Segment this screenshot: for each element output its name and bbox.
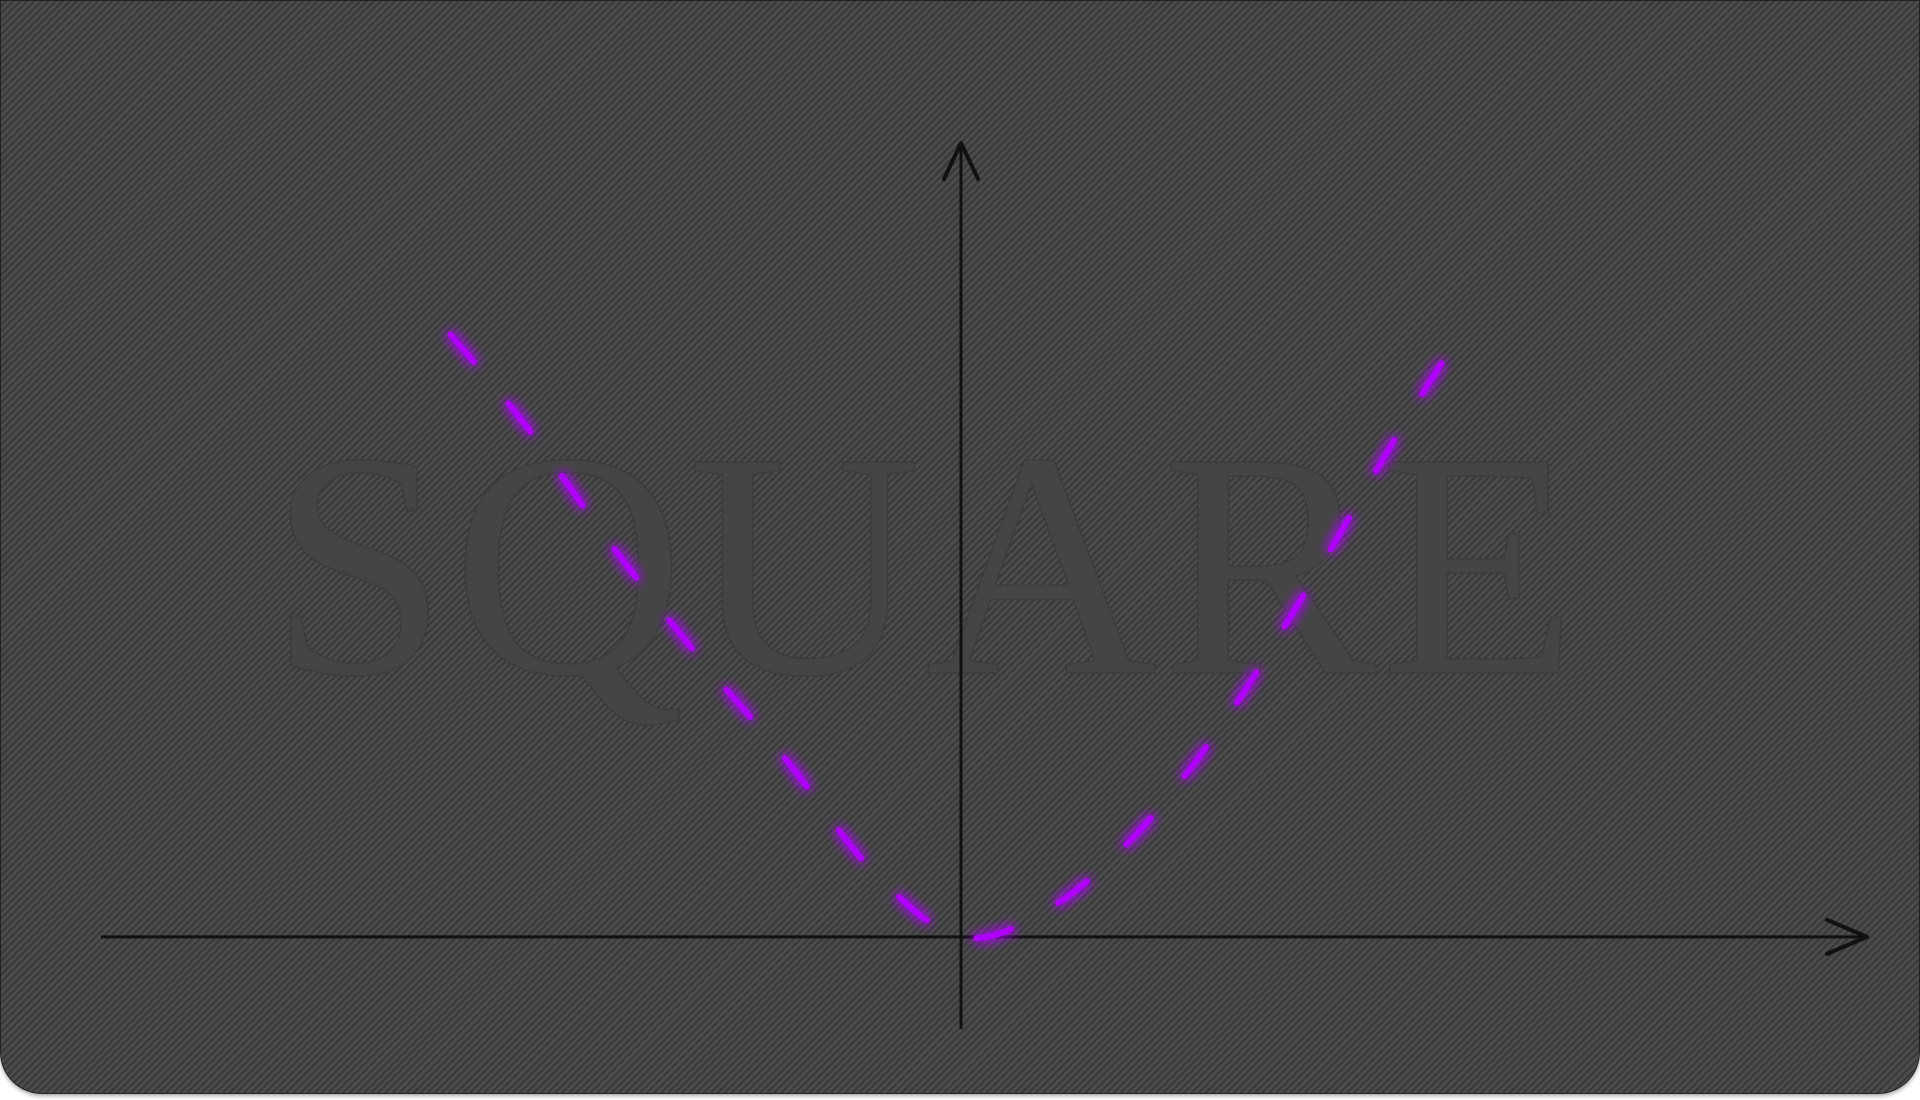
data-point [870, 868, 876, 874]
watermark-text: SQUARE [269, 386, 1581, 743]
data-point [1046, 906, 1052, 912]
y-axis-arrow [942, 141, 980, 181]
x-axis-arrow [1825, 917, 1869, 956]
data-point [1451, 341, 1457, 347]
